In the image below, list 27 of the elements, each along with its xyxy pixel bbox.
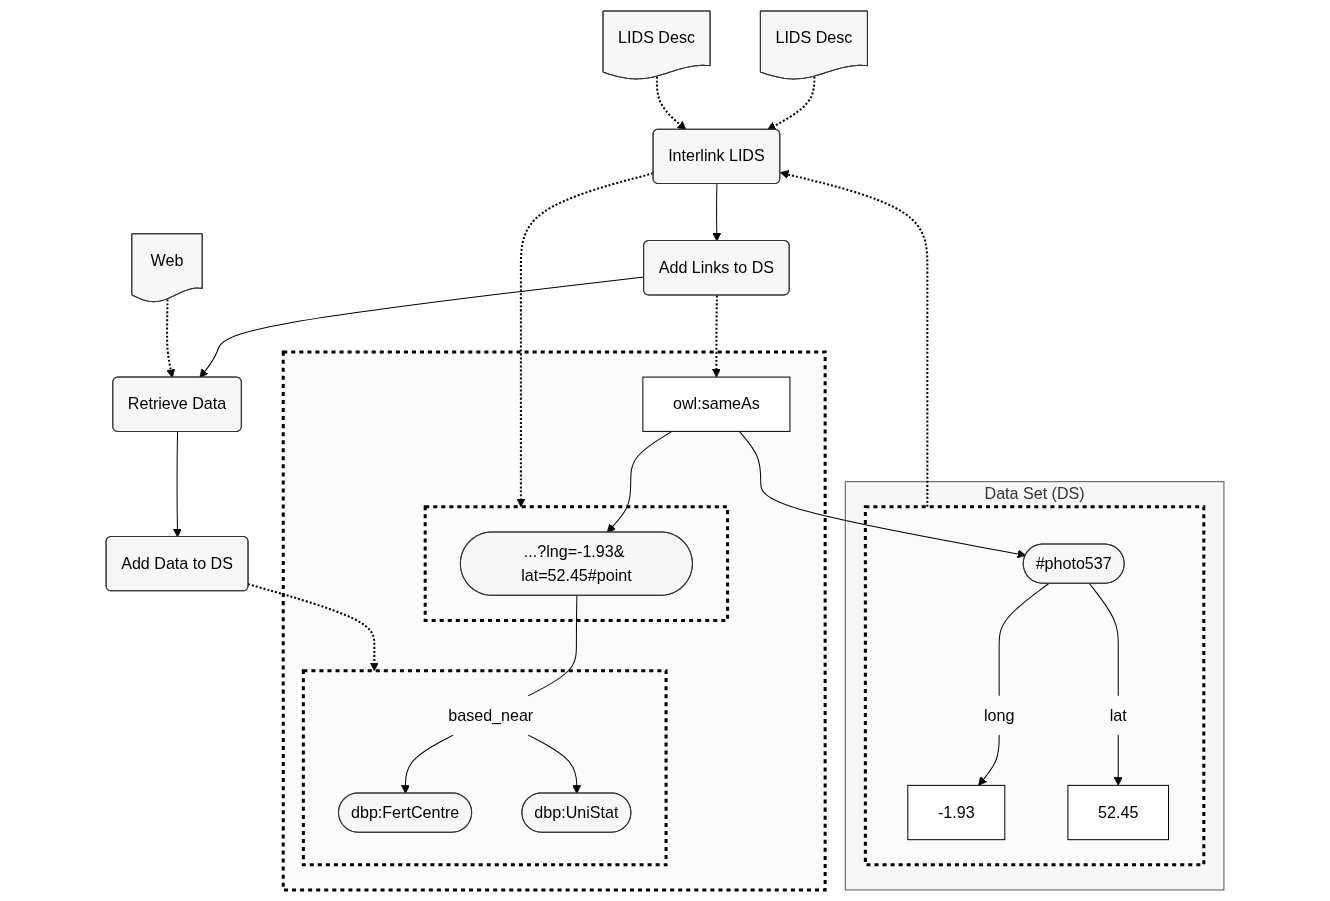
connector (527, 595, 578, 697)
arrow (166, 299, 176, 378)
cluster (281, 350, 827, 892)
connector (998, 583, 1049, 697)
node-box: -1.93 (907, 784, 1006, 841)
arrow (767, 76, 816, 131)
cluster (301, 669, 668, 867)
arrow (655, 76, 687, 131)
arrow (738, 430, 1027, 559)
arrow (1113, 734, 1123, 786)
cluster (423, 505, 730, 622)
connector (1089, 583, 1119, 697)
arrow (712, 183, 722, 242)
cluster (863, 505, 1206, 867)
node-box: 52.45 (1067, 784, 1170, 841)
node-text: long (983, 706, 1015, 724)
arrow (516, 172, 654, 508)
node-box: owl:sameAs (642, 376, 791, 432)
node-text: based_near (448, 706, 534, 724)
arrow (401, 734, 454, 794)
arrow (978, 734, 1000, 786)
arrow (173, 431, 182, 538)
arrow (527, 734, 582, 794)
arrow (712, 295, 721, 378)
arrow (779, 170, 929, 507)
arrow (606, 430, 673, 533)
node-text: lat (1109, 706, 1127, 724)
